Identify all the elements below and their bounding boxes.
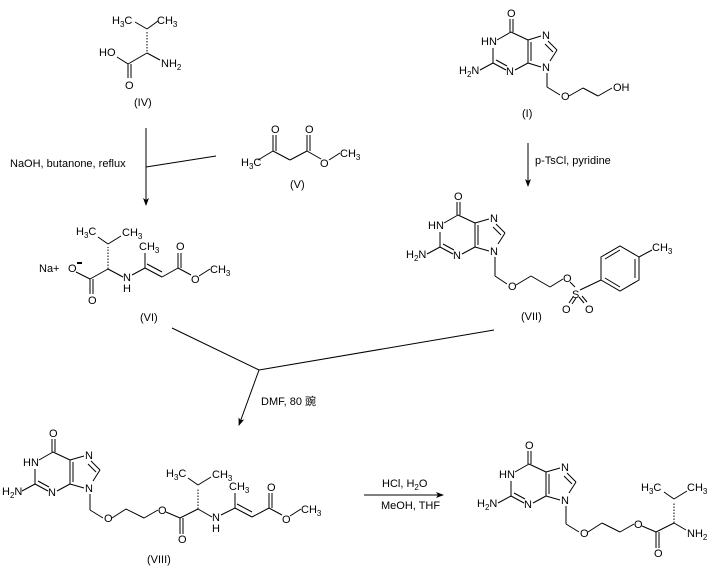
label-iv: (IV)	[134, 97, 152, 109]
atom-n: N	[212, 512, 220, 524]
atom-h3c: H3C	[76, 226, 96, 240]
atom-hn: HN	[499, 469, 515, 481]
atom-hn: HN	[428, 220, 444, 232]
atom-o: O	[454, 191, 463, 203]
compound-i: O HN H2N N N N O OH (I)	[459, 8, 630, 120]
condition-step3: DMF, 80 豌	[261, 394, 316, 408]
atom-ch3: CH3	[340, 148, 361, 162]
atom-n2: N	[561, 462, 569, 474]
atom-n2: N	[542, 30, 550, 42]
atom-o2: O	[305, 124, 314, 136]
atom-h2n: H2N	[406, 249, 426, 263]
atom-o2: O	[508, 281, 517, 293]
atom-ch3b: CH3	[139, 241, 160, 255]
label-viii: (VIII)	[147, 554, 171, 566]
atom-ch3: CH3	[652, 242, 673, 256]
atom-nh2: NH2	[687, 528, 708, 542]
atom-o1: O	[271, 124, 280, 136]
arrow-branch-vi	[171, 327, 260, 371]
atom-o: O	[507, 8, 516, 20]
atom-ch3b: CH3	[229, 481, 250, 495]
label-vi: (VI)	[140, 312, 158, 324]
atom-o2: O	[176, 241, 185, 253]
atom-o: O	[125, 80, 134, 92]
compound-viii: O HN H2N N N N O O O H3C	[2, 428, 322, 566]
atom-hn: HN	[23, 457, 39, 469]
atom-o5: O	[267, 482, 276, 494]
atom-o5: O	[585, 304, 594, 316]
atom-ch3: CH3	[157, 15, 178, 29]
charge-minus	[77, 262, 82, 264]
label-vii: (VII)	[521, 311, 542, 323]
atom-o4: O	[178, 534, 187, 546]
atom-o: O	[525, 440, 534, 452]
atom-n3: N	[542, 62, 550, 74]
atom-nh2: NH2	[161, 58, 182, 72]
atom-oh: OH	[613, 82, 630, 94]
atom-o3: O	[634, 519, 643, 531]
atom-n3: N	[490, 246, 498, 258]
atom-n2: N	[490, 213, 498, 225]
atom-h2n: H2N	[459, 65, 479, 79]
atom-n1: N	[506, 66, 514, 78]
atom-h: H	[212, 523, 220, 535]
label-v: (V)	[290, 179, 305, 191]
condition-step1: NaOH, butanone, reflux	[10, 158, 126, 170]
label-i: (I)	[522, 108, 532, 120]
atom-h: H	[123, 283, 131, 295]
atom-s: S	[572, 289, 579, 301]
atom-n1: N	[453, 250, 461, 262]
atom-o2: O	[561, 91, 570, 103]
compound-v: H3C O O O CH3 (V)	[241, 124, 361, 191]
atom-n3: N	[561, 495, 569, 507]
atom-h2n: H2N	[477, 498, 497, 512]
atom-n: N	[123, 272, 131, 284]
arrow-branch-v	[145, 155, 217, 168]
atom-ch3c: CH3	[301, 504, 322, 518]
arrow-branch-vii	[258, 329, 495, 371]
compound-vii: O HN H2N N N N O O S O O	[406, 191, 673, 323]
atom-n2: N	[85, 450, 93, 462]
atom-ch3a: CH3	[122, 227, 143, 241]
atom-h3c: H3C	[641, 482, 661, 496]
condition-step4-top: HCl, H2O	[382, 478, 428, 492]
compound-vi: Na+ O O H3C CH3 N H CH3 O O CH3 (VI)	[39, 226, 231, 324]
compound-product: O HN H2N N N N O O O H3C	[477, 440, 708, 560]
condition-step4-bottom: MeOH, THF	[381, 500, 440, 512]
atom-o: O	[49, 428, 58, 440]
atom-n1: N	[524, 499, 532, 511]
atom-h2n: H2N	[2, 486, 22, 500]
atom-n1: N	[48, 487, 56, 499]
atom-o3: O	[320, 158, 329, 170]
atom-ch3c: CH3	[210, 264, 231, 278]
atom-hn: HN	[481, 36, 497, 48]
atom-o3: O	[191, 274, 200, 286]
atom-h3c: H3C	[166, 468, 186, 482]
atom-o-minus: O	[68, 263, 77, 275]
atom-ch3a: CH3	[212, 469, 233, 483]
atom-n3: N	[85, 483, 93, 495]
atom-o: O	[88, 295, 97, 307]
atom-o4: O	[562, 304, 571, 316]
atom-o3: O	[563, 273, 572, 285]
atom-na: Na+	[39, 263, 60, 275]
atom-o2: O	[580, 528, 589, 540]
atom-o2: O	[104, 513, 113, 525]
atom-h3c: H3C	[112, 15, 132, 29]
compound-iv: H3C CH3 NH2 HO O (IV)	[99, 15, 182, 109]
atom-o4: O	[654, 548, 663, 560]
atom-o6: O	[282, 514, 291, 526]
atom-h3c: H3C	[241, 157, 261, 171]
atom-ch3: CH3	[687, 482, 708, 496]
atom-ho: HO	[99, 47, 116, 59]
arrow-step3	[238, 369, 260, 426]
atom-o3: O	[158, 505, 167, 517]
condition-step2: p-TsCl, pyridine	[535, 155, 611, 167]
